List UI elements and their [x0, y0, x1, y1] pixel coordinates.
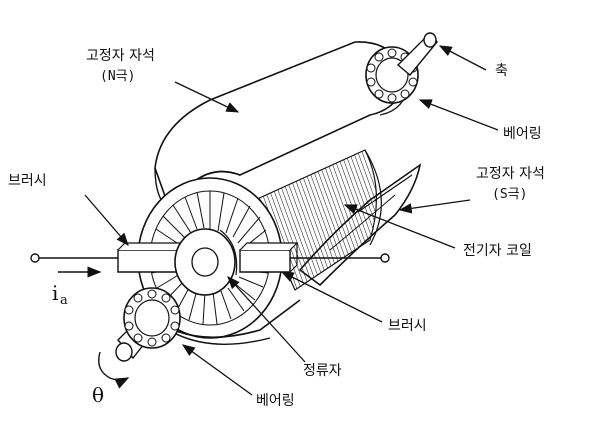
label-current-symbol: i — [52, 281, 58, 305]
commutator — [174, 228, 238, 296]
brush-right-block — [239, 249, 291, 273]
label-stator-magnet-s-line2: (S극) — [492, 187, 527, 202]
label-shaft: 축 — [495, 63, 508, 79]
terminal-left — [30, 253, 40, 263]
label-bearing-bottom: 베어링 — [256, 393, 295, 409]
terminal-right — [380, 253, 390, 263]
leader-bearing-top — [418, 99, 499, 131]
leader-stator-n — [174, 81, 240, 113]
label-stator-magnet-s-line1: 고정자 자석 — [476, 166, 545, 182]
label-armature-coil: 전기자 코일 — [463, 243, 532, 259]
leader-shaft — [438, 45, 487, 71]
leader-commutator — [227, 276, 306, 363]
leader-brush-left — [84, 194, 129, 246]
label-brush-left: 브러시 — [8, 173, 47, 189]
bearing-bottom-left — [123, 287, 181, 349]
shaft-top-right — [396, 32, 438, 76]
brush-left-block — [117, 249, 181, 273]
label-stator-magnet-n-line1: 고정자 자석 — [86, 48, 155, 64]
label-stator-magnet-n-line2: (N극) — [100, 69, 135, 84]
leader-bearing-bottom — [181, 344, 253, 396]
label-brush-right: 브러시 — [388, 318, 427, 334]
label-commutator: 정류자 — [303, 363, 342, 379]
leader-brush-right — [280, 271, 383, 323]
label-bearing-top: 베어링 — [503, 126, 542, 142]
rotation-arrow — [98, 351, 130, 389]
leader-armature-coil — [343, 204, 456, 249]
leader-stator-s — [398, 199, 471, 214]
leader-lines — [84, 45, 499, 396]
label-theta: θ — [92, 383, 104, 407]
label-current-subscript: a — [60, 293, 68, 308]
brush-assembly — [30, 242, 390, 273]
